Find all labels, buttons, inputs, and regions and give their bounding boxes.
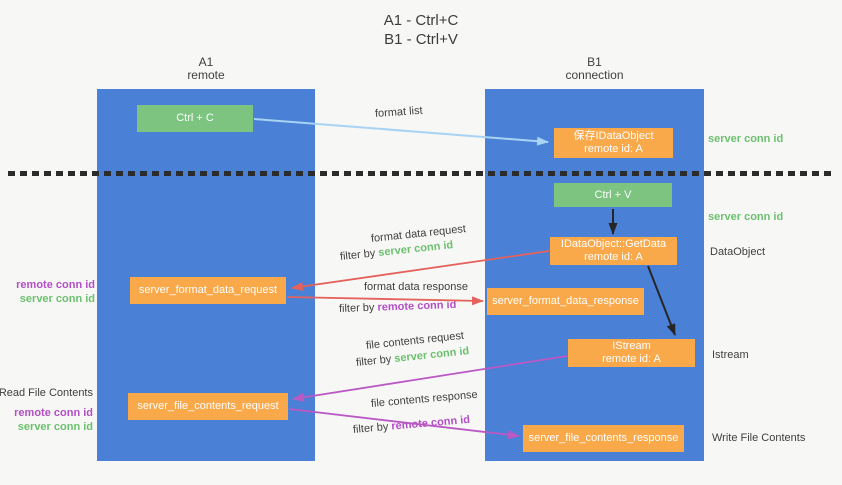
ctrl-c-label: Ctrl + C xyxy=(176,112,214,124)
diagram-title: A1 - Ctrl+C B1 - Ctrl+V xyxy=(0,11,842,49)
save-idataobject-line2: remote id: A xyxy=(584,143,643,155)
server-format-data-response-label: server_format_data_response xyxy=(492,295,639,307)
remote-conn-id-label: remote conn id xyxy=(14,407,93,419)
filter-by-server-conn-id-label-1: filter by server conn id xyxy=(339,239,453,263)
idataobject-getdata-box: IDataObject::GetData remote id: A xyxy=(550,237,677,265)
ctrl-v-box: Ctrl + V xyxy=(554,183,672,207)
server-conn-id-text: server conn id xyxy=(393,345,470,365)
lane-a1-role: remote xyxy=(187,68,225,82)
remote-conn-id-text: remote conn id xyxy=(390,413,471,433)
server-format-data-response-box: server_format_data_response xyxy=(487,288,644,315)
save-idataobject-box: 保存IDataObject remote id: A xyxy=(554,128,673,158)
left-bottom-conn-id-labels: remote conn id server conn id xyxy=(14,406,93,434)
lane-header-a1: A1 remote xyxy=(97,56,315,82)
server-file-contents-request-label: server_file_contents_request xyxy=(137,400,279,412)
remote-conn-id-text: remote conn id xyxy=(377,298,457,314)
save-idataobject-line1: 保存IDataObject xyxy=(573,130,654,142)
lane-a1-name: A1 xyxy=(198,55,214,69)
lane-b1-name: B1 xyxy=(587,55,602,69)
istream-line2: remote id: A xyxy=(602,353,661,365)
format-list-label: format list xyxy=(374,104,423,120)
ctrl-v-label: Ctrl + V xyxy=(594,188,632,201)
filter-by-text: filter by xyxy=(352,420,389,436)
dataobject-label: DataObject xyxy=(710,246,766,258)
filter-by-text: filter by xyxy=(338,301,375,315)
read-file-contents-label: Read File Contents xyxy=(0,387,93,399)
getdata-line2: remote id: A xyxy=(584,251,643,263)
ctrl-c-box: Ctrl + C xyxy=(137,105,253,132)
getdata-line1: IDataObject::GetData xyxy=(560,238,667,250)
istream-side-label: Istream xyxy=(712,349,749,361)
server-file-contents-response-label: server_file_contents_response xyxy=(528,432,679,444)
server-conn-id-label: server conn id xyxy=(17,421,93,433)
title-line-2: B1 - Ctrl+V xyxy=(384,31,458,48)
istream-box: IStream remote id: A xyxy=(568,339,695,367)
left-conn-id-labels: remote conn id server conn id xyxy=(16,278,95,306)
title-line-1: A1 - Ctrl+C xyxy=(383,12,459,29)
filter-by-text: filter by xyxy=(339,247,376,263)
lane-b1-role: connection xyxy=(565,68,624,82)
server-conn-id-label-top: server conn id xyxy=(708,133,784,145)
file-contents-response-label: file contents response xyxy=(370,388,479,410)
remote-conn-id-label: remote conn id xyxy=(16,279,95,291)
filter-by-remote-conn-id-label-2: filter by remote conn id xyxy=(352,414,470,436)
server-conn-id-label-mid: server conn id xyxy=(708,211,784,223)
format-data-response-label: format data response xyxy=(364,281,468,293)
istream-line1: IStream xyxy=(612,340,651,352)
lane-header-b1: B1 connection xyxy=(485,56,704,82)
server-conn-id-label: server conn id xyxy=(19,293,95,305)
write-file-contents-label: Write File Contents xyxy=(712,432,806,444)
server-format-data-request-label: server_format_data_request xyxy=(138,284,278,296)
filter-by-remote-conn-id-label-1: filter by remote conn id xyxy=(339,299,457,315)
server-format-data-request-box: server_format_data_request xyxy=(130,277,286,304)
server-file-contents-response-box: server_file_contents_response xyxy=(523,425,684,452)
session-divider-dotted-line xyxy=(8,171,832,176)
server-file-contents-request-box: server_file_contents_request xyxy=(128,393,288,420)
filter-by-text: filter by xyxy=(355,353,392,369)
